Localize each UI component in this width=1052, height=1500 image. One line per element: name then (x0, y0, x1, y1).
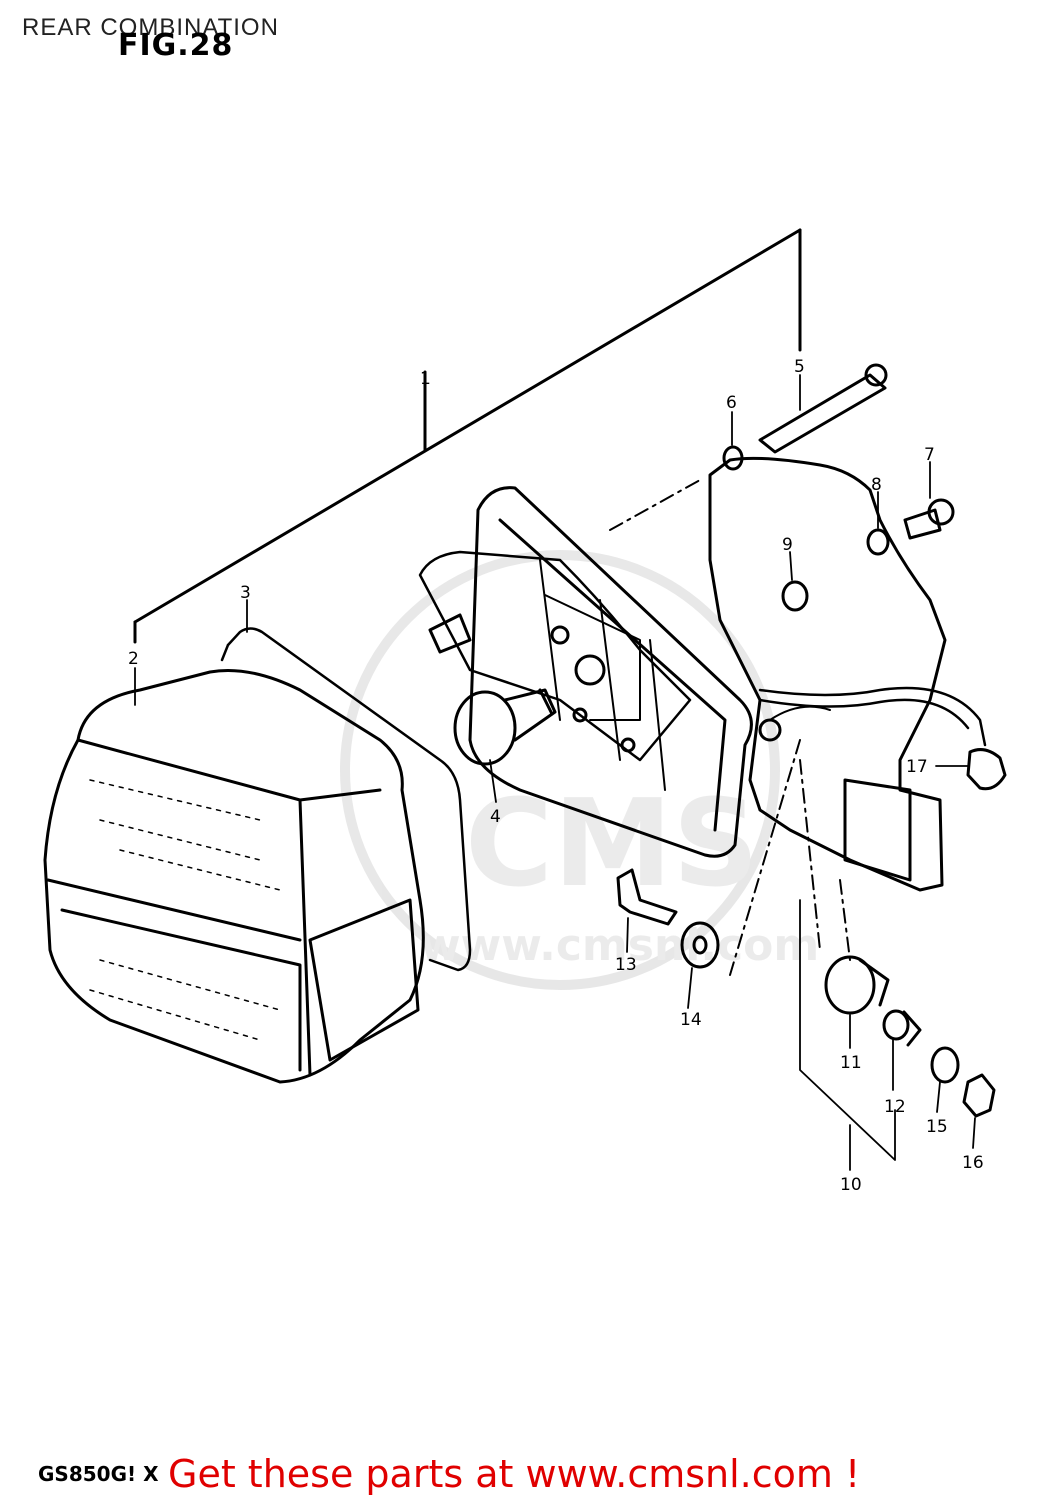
washer-14 (680, 921, 720, 969)
callout-9: 9 (782, 535, 793, 555)
callout-15: 15 (926, 1117, 948, 1137)
callout-17: 17 (906, 757, 928, 777)
mounting-bracket (708, 456, 947, 892)
callout-3: 3 (240, 583, 251, 603)
callout-14: 14 (680, 1010, 702, 1030)
nut-16 (962, 1073, 996, 1118)
assembly-guidelines (609, 479, 851, 976)
bolt-13 (616, 868, 678, 926)
long-bolt (758, 363, 888, 454)
grommet-17 (966, 748, 1007, 791)
washer-8 (866, 528, 890, 556)
callout-10: 10 (840, 1175, 862, 1195)
callout-12: 12 (884, 1097, 906, 1117)
tail-lens (43, 668, 425, 1084)
screw-7 (903, 498, 955, 540)
grommet-11 (824, 955, 890, 1015)
leader-lines (134, 374, 976, 1171)
callout-6: 6 (726, 393, 737, 413)
wire-harness (758, 686, 987, 747)
callout-labels: 1 2 3 4 5 6 7 8 9 10 11 12 13 14 15 16 1… (128, 357, 984, 1195)
lens-gasket (220, 627, 472, 972)
diagram-title: REAR COMBINATION (22, 14, 279, 41)
callout-11: 11 (840, 1053, 862, 1073)
callout-5: 5 (794, 357, 805, 377)
callout-16: 16 (962, 1153, 984, 1173)
bulb (453, 688, 557, 766)
assembly-leader-1 (133, 228, 802, 644)
watermark-logo-text: CMS (465, 775, 759, 914)
reflector-plate (418, 550, 692, 762)
washer-15 (930, 1046, 960, 1084)
promo-link[interactable]: Get these parts at www.cmsnl.com ! (168, 1452, 861, 1496)
washer-6 (722, 445, 744, 471)
collar-12 (882, 1009, 922, 1047)
callout-4: 4 (490, 807, 501, 827)
callout-13: 13 (615, 955, 637, 975)
callout-8: 8 (871, 475, 882, 495)
callout-1: 1 (420, 369, 431, 389)
figure-number: FIG.28 (118, 28, 234, 63)
callout-7: 7 (924, 445, 935, 465)
model-code: GS850G! X (38, 1462, 159, 1486)
watermark-url-text: www.cmsnl.com (420, 920, 819, 971)
callout-2: 2 (128, 649, 139, 669)
watermark-logo: CMS www.cmsnl.com (340, 550, 819, 990)
